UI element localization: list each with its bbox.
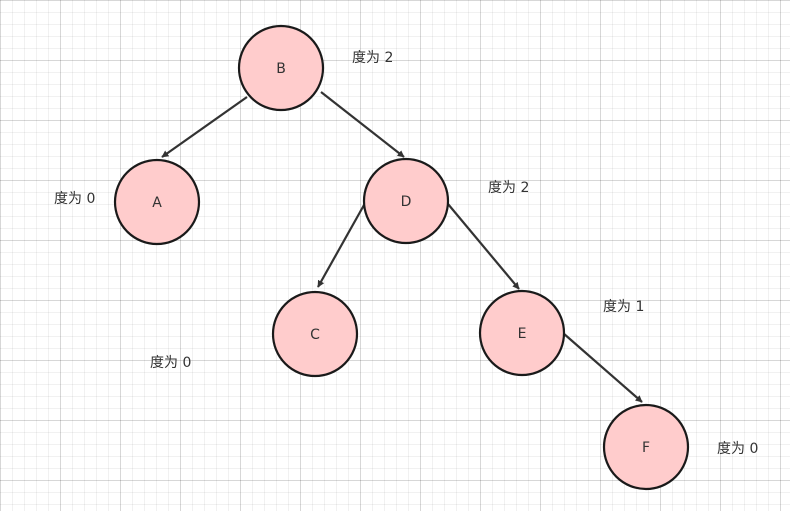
node-f[interactable]: F xyxy=(602,403,690,491)
edge-e-f xyxy=(562,332,643,403)
degree-label-e: 度为 1 xyxy=(603,299,644,315)
node-b-label: B xyxy=(276,61,286,77)
node-e-circle xyxy=(478,289,566,377)
node-a-circle xyxy=(113,158,201,246)
degree-label-b: 度为 2 xyxy=(352,50,393,66)
node-b-circle xyxy=(237,24,325,112)
degree-label-d: 度为 2 xyxy=(488,180,529,196)
node-e[interactable]: E xyxy=(478,289,566,377)
degree-label-c: 度为 0 xyxy=(150,355,191,371)
node-c-circle xyxy=(271,290,359,378)
edge-b-a xyxy=(161,96,248,158)
edge-b-d xyxy=(320,91,405,158)
degree-label-a: 度为 0 xyxy=(54,191,95,207)
node-a[interactable]: A xyxy=(113,158,201,246)
node-d-circle xyxy=(362,157,450,245)
node-e-label: E xyxy=(518,326,527,342)
node-a-label: A xyxy=(152,195,162,211)
node-f-circle xyxy=(602,403,690,491)
degree-label-f: 度为 0 xyxy=(717,441,758,457)
edge-d-c xyxy=(317,204,365,288)
node-d[interactable]: D xyxy=(362,157,450,245)
node-f-label: F xyxy=(642,440,650,456)
degree-labels: 度为 2 度为 0 度为 2 度为 0 度为 1 度为 0 xyxy=(54,50,758,457)
node-b[interactable]: B xyxy=(237,24,325,112)
node-d-label: D xyxy=(401,194,412,210)
node-c[interactable]: C xyxy=(271,290,359,378)
edges xyxy=(161,91,643,403)
node-c-label: C xyxy=(310,327,320,343)
edge-d-e xyxy=(447,203,520,290)
